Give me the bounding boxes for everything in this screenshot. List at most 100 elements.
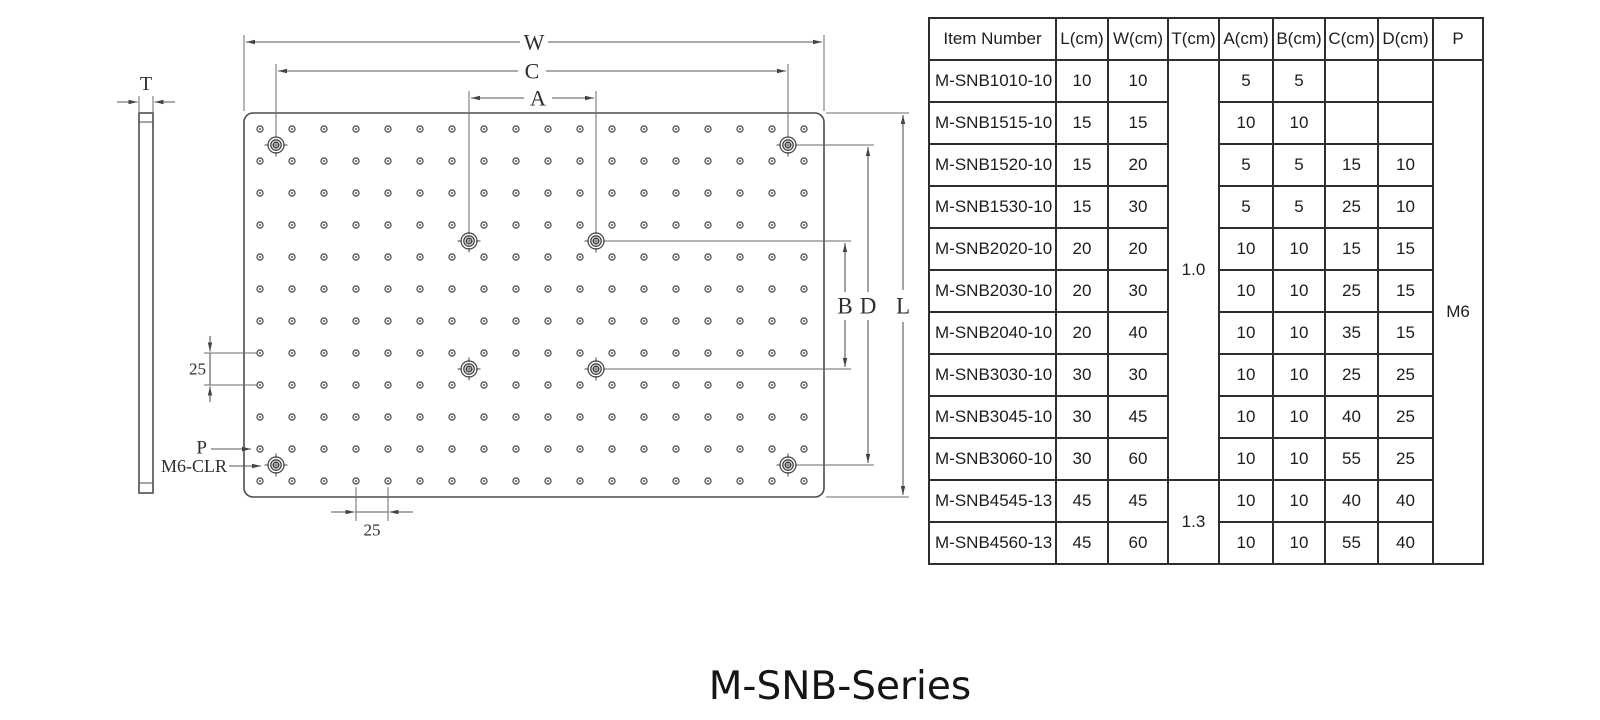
hole-grid <box>250 121 812 489</box>
table-cell: 30 <box>1107 353 1169 397</box>
table-cell <box>1377 101 1434 145</box>
table-cell <box>1324 59 1379 103</box>
t-label: T <box>140 73 152 95</box>
table-cell: 25 <box>1324 353 1379 397</box>
table-cell: 15 <box>1377 269 1434 313</box>
dim-b: B <box>605 240 853 370</box>
table-cell: M-SNB3045-10 <box>928 395 1057 439</box>
table-cell: 20 <box>1055 227 1109 271</box>
table-cell: M-SNB1530-10 <box>928 185 1057 229</box>
callout-p: P <box>196 438 251 459</box>
dim-c: C <box>275 59 789 137</box>
table-cell: 45 <box>1055 479 1109 523</box>
table-cell: 5 <box>1272 185 1326 229</box>
table-cell: 15 <box>1055 185 1109 229</box>
dim-w: W <box>243 30 825 111</box>
table-cell: 45 <box>1055 521 1109 565</box>
table-cell: 55 <box>1324 521 1379 565</box>
table-cell: 25 <box>1377 437 1434 481</box>
table-cell: 10 <box>1218 311 1274 355</box>
table-cell: 10 <box>1218 269 1274 313</box>
table-cell: M-SNB1010-10 <box>928 59 1057 103</box>
table-cell <box>1377 59 1434 103</box>
table-cell: M-SNB3060-10 <box>928 437 1057 481</box>
dim-a: A <box>468 86 597 232</box>
m6-clr-label: M6-CLR <box>161 456 227 476</box>
table-cell: 40 <box>1377 521 1434 565</box>
table-cell: 5 <box>1272 143 1326 187</box>
table-cell: 15 <box>1055 143 1109 187</box>
table-cell: 5 <box>1218 185 1274 229</box>
table-cell: 40 <box>1324 395 1379 439</box>
table-cell: 20 <box>1107 227 1169 271</box>
table-cell: 15 <box>1324 143 1379 187</box>
table-cell: 35 <box>1324 311 1379 355</box>
dim-thickness: T <box>117 73 175 112</box>
table-cell: 10 <box>1377 143 1434 187</box>
table-cell <box>1324 101 1379 145</box>
table-cell: 25 <box>1324 269 1379 313</box>
table-cell: 10 <box>1218 437 1274 481</box>
table-cell: 10 <box>1272 311 1326 355</box>
table-cell: 55 <box>1324 437 1379 481</box>
table-cell: 30 <box>1107 269 1169 313</box>
table-cell: 10 <box>1272 521 1326 565</box>
table-cell: 10 <box>1218 353 1274 397</box>
dim-d: D <box>797 144 876 466</box>
table-cell: 10 <box>1055 59 1109 103</box>
c-label: C <box>525 59 540 84</box>
table-cell: 10 <box>1377 185 1434 229</box>
table-cell: 30 <box>1055 353 1109 397</box>
table-cell: 1.3 <box>1167 479 1220 565</box>
table-cell: 15 <box>1377 227 1434 271</box>
table-cell: 1.0 <box>1167 59 1220 481</box>
table-cell: 10 <box>1218 521 1274 565</box>
column-header: D(cm) <box>1377 17 1434 61</box>
column-header: C(cm) <box>1324 17 1379 61</box>
table-cell: M-SNB2040-10 <box>928 311 1057 355</box>
dim-pitch-bottom: 25 <box>331 487 413 540</box>
table-cell: 5 <box>1218 143 1274 187</box>
pitch-left-label: 25 <box>189 360 206 379</box>
plate-side-view <box>138 112 154 494</box>
p-label: P <box>196 438 207 459</box>
table-cell: M-SNB4560-13 <box>928 521 1057 565</box>
table-cell: 60 <box>1107 437 1169 481</box>
dim-l: L <box>826 112 910 498</box>
table-cell: 20 <box>1055 269 1109 313</box>
table-cell: 25 <box>1377 395 1434 439</box>
table-cell: 5 <box>1272 59 1326 103</box>
table-cell: 15 <box>1377 311 1434 355</box>
table-cell: 10 <box>1272 353 1326 397</box>
table-cell: 5 <box>1218 59 1274 103</box>
column-header: W(cm) <box>1107 17 1169 61</box>
column-header: B(cm) <box>1272 17 1326 61</box>
table-cell: 10 <box>1107 59 1169 103</box>
table-cell: 10 <box>1272 101 1326 145</box>
table-cell: 40 <box>1377 479 1434 523</box>
table-cell: 40 <box>1107 311 1169 355</box>
table-cell: 45 <box>1107 395 1169 439</box>
column-header: T(cm) <box>1167 17 1220 61</box>
table-cell: 10 <box>1272 269 1326 313</box>
column-header: Item Number <box>928 17 1057 61</box>
l-label: L <box>896 294 910 319</box>
table-cell: 10 <box>1272 437 1326 481</box>
table-cell: 30 <box>1055 437 1109 481</box>
table-cell: M-SNB1515-10 <box>928 101 1057 145</box>
callout-m6-clr: M6-CLR <box>161 456 261 476</box>
table-cell: 10 <box>1218 479 1274 523</box>
table-cell: 15 <box>1055 101 1109 145</box>
a-label: A <box>530 86 546 111</box>
series-title: M-SNB-Series <box>708 664 972 709</box>
b-label: B <box>837 294 852 319</box>
